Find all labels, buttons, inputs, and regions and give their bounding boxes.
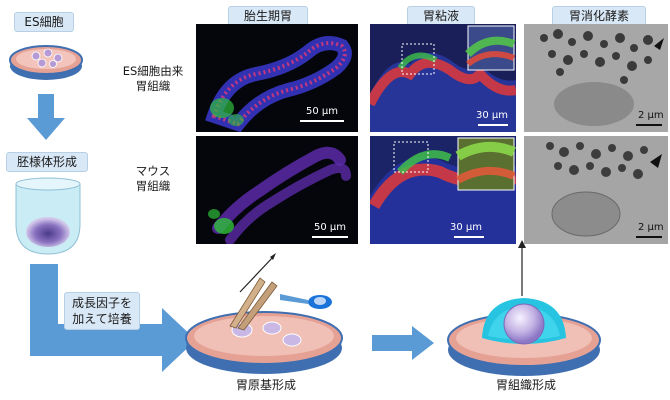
scale-label: 30 µm: [476, 110, 509, 121]
scale-label: 50 µm: [306, 106, 339, 117]
gastric-primordium-label: 胃原基形成: [235, 378, 296, 392]
row-label-es-derived-line2: 胃組織: [135, 79, 171, 93]
image-es-fetal-stomach: 50 µm: [196, 24, 358, 132]
gastric-tissue-label: 胃組織形成: [495, 378, 556, 392]
image-es-gastric-mucus: 30 µm: [370, 24, 516, 132]
image-mouse-gastric-mucus: 30 µm: [370, 136, 516, 244]
es-cell-label: ES細胞: [14, 12, 74, 32]
l-shaped-arrow-icon: [30, 264, 196, 372]
header-digestive-enzyme: 胃消化酵素: [552, 6, 646, 26]
image-mouse-fetal-stomach: 50 µm: [196, 136, 358, 244]
header-gastric-mucus: 胃粘液: [407, 6, 475, 26]
row-label-es-derived: ES細胞由来 胃組織: [108, 64, 198, 94]
image-mouse-digestive-enzyme: 2 µm: [524, 136, 668, 244]
image-es-digestive-enzyme: 2 µm: [524, 24, 668, 132]
right-arrow-icon: [372, 326, 434, 360]
row-label-mouse-line2: 胃組織: [135, 179, 171, 193]
header-fetal-stomach: 胎生期胃: [228, 6, 308, 26]
scale-label: 30 µm: [450, 222, 483, 233]
embryoid-body-label: 胚様体形成: [6, 152, 88, 172]
row-label-mouse: マウス 胃組織: [108, 164, 198, 194]
embryoid-well: [15, 177, 81, 255]
growth-factor-label: 成長因子を 加えて培養: [64, 292, 140, 330]
gastric-tissue-dish: [447, 298, 601, 376]
scale-label: 2 µm: [638, 110, 664, 121]
scale-label: 50 µm: [314, 222, 347, 233]
growth-factor-line1: 成長因子を: [71, 296, 132, 310]
down-arrow-icon: [27, 94, 65, 140]
row-label-mouse-line1: マウス: [135, 164, 171, 178]
diagonal-arrow-icon: [239, 253, 276, 293]
up-arrow-icon: [518, 240, 526, 296]
es-cell-dish: [9, 45, 83, 80]
row-label-es-derived-line1: ES細胞由来: [122, 64, 184, 78]
growth-factor-line2: 加えて培養: [72, 312, 132, 326]
gastric-primordium-dish: [185, 277, 343, 374]
scale-label: 2 µm: [638, 222, 664, 233]
